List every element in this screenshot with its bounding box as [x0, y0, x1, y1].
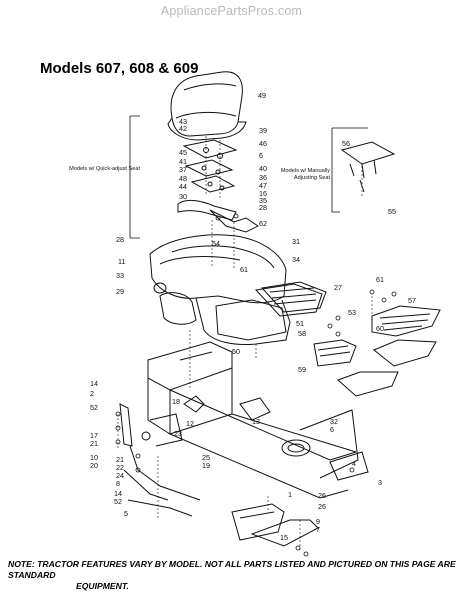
part-label: 48 — [179, 174, 187, 183]
part-label: 12 — [186, 419, 194, 428]
footrest-mat-part — [261, 281, 357, 367]
part-label: 14 — [90, 379, 98, 388]
part-label: 21 — [90, 439, 98, 448]
watermark: AppliancePartsPros.com — [160, 4, 303, 18]
part-label: 45 — [179, 148, 187, 157]
part-label: 47 — [259, 181, 267, 190]
fasteners-part — [115, 213, 397, 557]
part-label: 40 — [259, 164, 267, 173]
part-label: 44 — [179, 182, 187, 191]
part-label: 8 — [116, 479, 120, 488]
manual-adjust-note-2: Adjusting Seat — [294, 175, 331, 181]
part-label: 50 — [232, 347, 240, 356]
part-label: 26 — [318, 491, 326, 500]
tractor-frame-part — [147, 341, 369, 499]
part-label: 2 — [90, 389, 94, 398]
part-label: 58 — [298, 329, 306, 338]
part-label: 51 — [296, 319, 304, 328]
part-label: 56 — [342, 139, 350, 148]
part-label: 10 — [90, 453, 98, 462]
part-label: 7 — [316, 525, 320, 534]
part-label: 24 — [116, 471, 124, 480]
part-label: 49 — [258, 91, 266, 100]
note-line-1: NOTE: TRACTOR FEATURES VARY BY MODEL. NO… — [8, 559, 456, 580]
part-label: 27 — [334, 283, 342, 292]
part-label: 11 — [118, 257, 125, 266]
part-label: 35 — [259, 196, 267, 205]
part-label: 1 — [288, 490, 292, 499]
part-label: 32 — [330, 417, 338, 426]
part-label: 30 — [179, 192, 187, 201]
part-label: 33 — [116, 271, 124, 280]
part-number-labels: 49 43 42 39 46 6 45 41 37 48 44 40 36 47… — [90, 91, 416, 542]
footer-note: NOTE: TRACTOR FEATURES VARY BY MODEL. NO… — [8, 559, 458, 592]
part-label: 16 — [259, 189, 267, 198]
manual-adjust-note-1: Models w/ Manually — [281, 168, 330, 174]
part-label: 3 — [378, 478, 382, 487]
part-label: 19 — [202, 461, 210, 470]
part-label: 17 — [90, 431, 98, 440]
diagram-title: Models 607, 608 & 609 — [40, 60, 199, 77]
part-label: 22 — [116, 463, 124, 472]
part-label: 57 — [408, 296, 416, 305]
part-label: 55 — [388, 207, 396, 216]
part-label: 23 — [174, 429, 182, 438]
note-line-2: EQUIPMENT. — [76, 581, 129, 591]
part-label: 25 — [202, 453, 210, 462]
part-label: 28 — [116, 235, 124, 244]
part-label: 4 — [352, 459, 356, 468]
part-label: 46 — [259, 139, 267, 148]
part-label: 6 — [259, 151, 263, 160]
manual-seat-bracket-part — [331, 127, 396, 213]
part-label: 62 — [259, 219, 267, 228]
seat-part — [167, 71, 247, 141]
part-label: 52 — [114, 497, 122, 506]
part-label: 37 — [179, 165, 187, 174]
part-label: 61 — [240, 265, 248, 274]
pod-part — [153, 282, 197, 325]
fender-part — [149, 234, 323, 345]
seat-bracket-part — [177, 139, 259, 233]
part-label: 34 — [292, 255, 300, 264]
part-label: 9 — [316, 517, 320, 526]
part-label: 52 — [90, 403, 98, 412]
quick-adjust-note: Models w/ Quick-adjust Seat — [69, 166, 140, 172]
pivot-bar-part — [231, 503, 319, 547]
part-label: 13 — [252, 417, 260, 426]
brake-pedal-part — [119, 395, 205, 517]
part-label: 29 — [116, 287, 124, 296]
part-label: 54 — [212, 239, 220, 248]
part-label: 5 — [124, 509, 128, 518]
part-label: 31 — [292, 237, 300, 246]
part-label: 15 — [280, 533, 288, 542]
part-label: 59 — [298, 365, 306, 374]
part-label: 6 — [330, 425, 334, 434]
part-label: 20 — [90, 461, 98, 470]
part-label: 28 — [259, 203, 267, 212]
part-label: 61 — [376, 275, 384, 284]
part-label: 39 — [259, 126, 267, 135]
part-label: 18 — [172, 397, 180, 406]
part-label: 60 — [376, 324, 384, 333]
part-label: 26 — [318, 502, 326, 511]
part-label: 53 — [348, 308, 356, 317]
part-label: 14 — [114, 489, 122, 498]
part-label: 36 — [259, 173, 267, 182]
part-label: 21 — [116, 455, 124, 464]
part-label: 43 — [179, 117, 187, 126]
side-mat-part — [337, 305, 441, 397]
part-label: 41 — [179, 157, 187, 166]
part-label: 42 — [179, 124, 187, 133]
